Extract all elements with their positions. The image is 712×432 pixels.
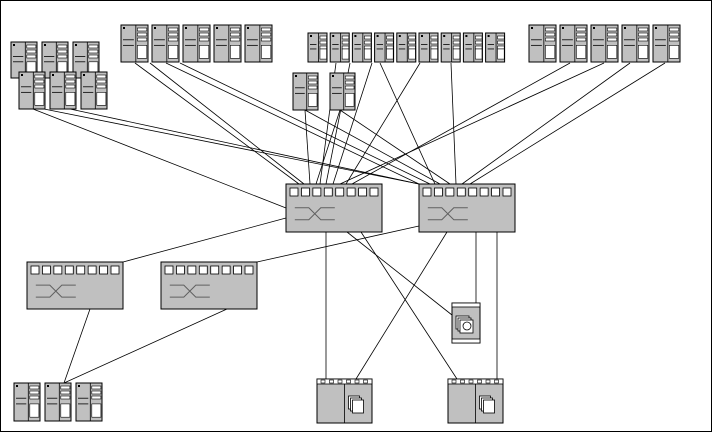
edge-switch-1-port [54, 266, 62, 274]
core-switch-1-port [324, 188, 332, 196]
edge-switch-2-port [165, 266, 173, 274]
tower-server-icon [441, 33, 460, 62]
disk-layer [484, 400, 495, 413]
core-switch-1-port [313, 188, 321, 196]
tower-server-icon [330, 33, 349, 62]
tower-server-icon [121, 25, 148, 62]
tower-server-icon [14, 383, 40, 421]
server-group-top-center [308, 33, 505, 62]
tower-server-icon [352, 33, 371, 62]
tower-server-icon [591, 25, 618, 62]
edge-switch-1-port [88, 266, 96, 274]
tower-server-icon [560, 25, 587, 62]
tower-server-icon [463, 33, 482, 62]
core-switch-2 [419, 184, 515, 232]
disk-icon [463, 322, 471, 330]
tower-server-icon [486, 33, 505, 62]
tower-server-icon [183, 25, 210, 62]
server-group-top-left [121, 25, 272, 62]
tower-server-icon [76, 383, 102, 421]
core-switch-2-port [492, 188, 500, 196]
server-group-bottom-left [14, 383, 102, 421]
edge-switch-2-port [234, 266, 242, 274]
edge-switch-1-port [100, 266, 108, 274]
tower-server-icon [214, 25, 241, 62]
edge-switch-2 [161, 262, 257, 309]
server-group-top-right [529, 25, 680, 62]
core-switch-1-port [290, 188, 298, 196]
tower-server-icon [330, 73, 355, 110]
tower-server-icon [653, 25, 680, 62]
tower-server-icon [45, 383, 71, 421]
tower-server-icon [293, 73, 318, 110]
core-switch-1 [286, 184, 382, 232]
storage-device-small [452, 303, 480, 343]
core-switch-2-port [457, 188, 465, 196]
core-switch-2-port [434, 188, 442, 196]
core-switch-2-port [423, 188, 431, 196]
tower-server-icon [419, 33, 438, 62]
edge-switch-2-port [211, 266, 219, 274]
tower-server-icon [245, 25, 272, 62]
core-switch-1-port [359, 188, 367, 196]
core-switch-1-port [336, 188, 344, 196]
edge-switch-2-port [176, 266, 184, 274]
core-switch-1-port [347, 188, 355, 196]
edge-switch-2-port [222, 266, 230, 274]
tower-server-icon [308, 33, 327, 62]
edge-switch-2-port [245, 266, 253, 274]
tower-server-icon [19, 72, 45, 109]
edge-switch-1 [27, 262, 123, 309]
storage-array-2 [448, 379, 503, 423]
edge-switch-1-port [42, 266, 50, 274]
edge-switch-2-port [199, 266, 207, 274]
edge-switch-1-port [111, 266, 119, 274]
server-group-left-bottom [19, 72, 107, 109]
edge-switch-2-port [188, 266, 196, 274]
core-switch-2-port [446, 188, 454, 196]
edge-switch-1-port [77, 266, 85, 274]
core-switch-2-port [503, 188, 511, 196]
tower-server-icon [622, 25, 649, 62]
storage-array-1 [317, 379, 372, 423]
core-switch-1-port [370, 188, 378, 196]
tower-server-icon [81, 72, 107, 109]
edge-switch-1-port [65, 266, 73, 274]
tower-server-icon [529, 25, 556, 62]
tower-server-icon [375, 33, 394, 62]
core-switch-1-port [301, 188, 309, 196]
tower-server-icon [152, 25, 179, 62]
core-switch-2-port [480, 188, 488, 196]
edge-switch-1-port [31, 266, 39, 274]
tower-server-icon [397, 33, 416, 62]
tower-server-icon [50, 72, 76, 109]
disk-layer [353, 400, 364, 413]
core-switch-2-port [469, 188, 477, 196]
